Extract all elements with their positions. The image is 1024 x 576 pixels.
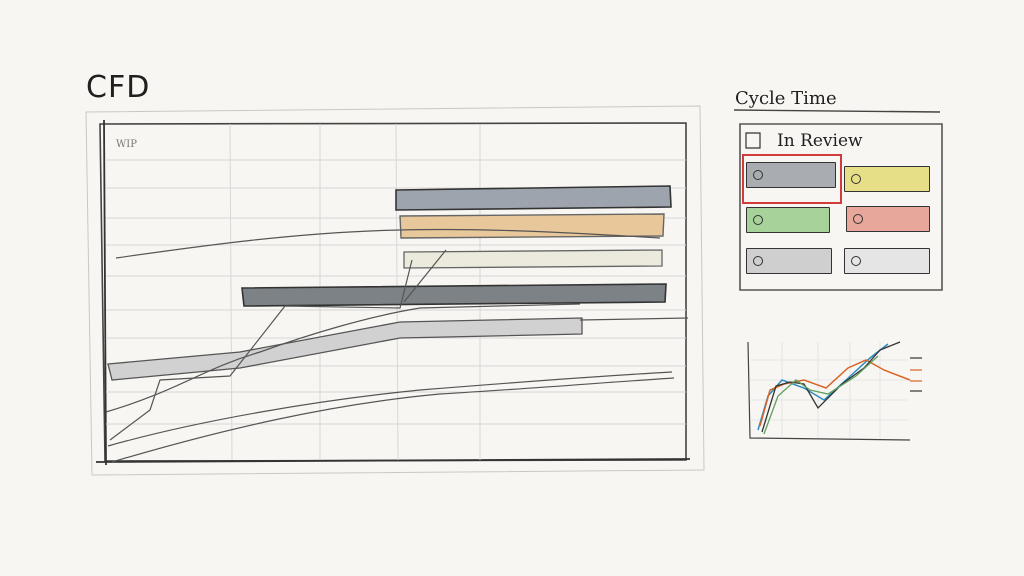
cycle-title-underline bbox=[733, 109, 941, 113]
in-review-highlight bbox=[742, 154, 842, 204]
card-review-3[interactable] bbox=[746, 207, 830, 233]
card-review-6-icon bbox=[851, 256, 861, 266]
card-review-1-icon bbox=[753, 170, 763, 180]
cycle-series-green bbox=[763, 355, 879, 435]
cycle-chart bbox=[747, 341, 911, 441]
card-review-2-icon bbox=[851, 174, 861, 184]
cfd-flow-lines bbox=[105, 228, 689, 463]
cfd-outer-frame bbox=[85, 105, 705, 476]
cfd-bar-4 bbox=[241, 283, 667, 307]
cycle-legend bbox=[910, 357, 922, 392]
card-review-4-icon bbox=[853, 214, 863, 224]
cfd-wip-label: WIP bbox=[116, 139, 137, 150]
cycle-chart-axes bbox=[747, 341, 911, 441]
cfd-bar-3 bbox=[403, 249, 663, 269]
cycle-series-orange bbox=[759, 359, 911, 427]
in-review-icon bbox=[745, 132, 761, 149]
cycle-series-blue bbox=[757, 343, 889, 431]
cycle-series-black bbox=[761, 341, 901, 433]
cfd-bar-5 bbox=[107, 317, 583, 381]
cfd-title: CFD bbox=[86, 70, 151, 105]
cfd-x-axis bbox=[95, 458, 691, 463]
card-review-6[interactable] bbox=[844, 248, 930, 274]
cfd-bar-1 bbox=[395, 185, 672, 211]
card-review-1[interactable] bbox=[746, 162, 836, 188]
cfd-inner-frame bbox=[99, 122, 687, 462]
cycle-time-title: Cycle Time bbox=[735, 88, 837, 109]
cfd-bar-2 bbox=[399, 213, 665, 239]
card-review-5-icon bbox=[753, 256, 763, 266]
card-review-5[interactable] bbox=[746, 248, 832, 274]
card-review-3-icon bbox=[753, 215, 763, 225]
cycle-panel-frame bbox=[739, 123, 943, 291]
card-review-2[interactable] bbox=[844, 166, 930, 192]
card-review-4[interactable] bbox=[846, 206, 930, 232]
in-review-label: In Review bbox=[777, 131, 863, 151]
cfd-y-axis bbox=[103, 119, 107, 466]
